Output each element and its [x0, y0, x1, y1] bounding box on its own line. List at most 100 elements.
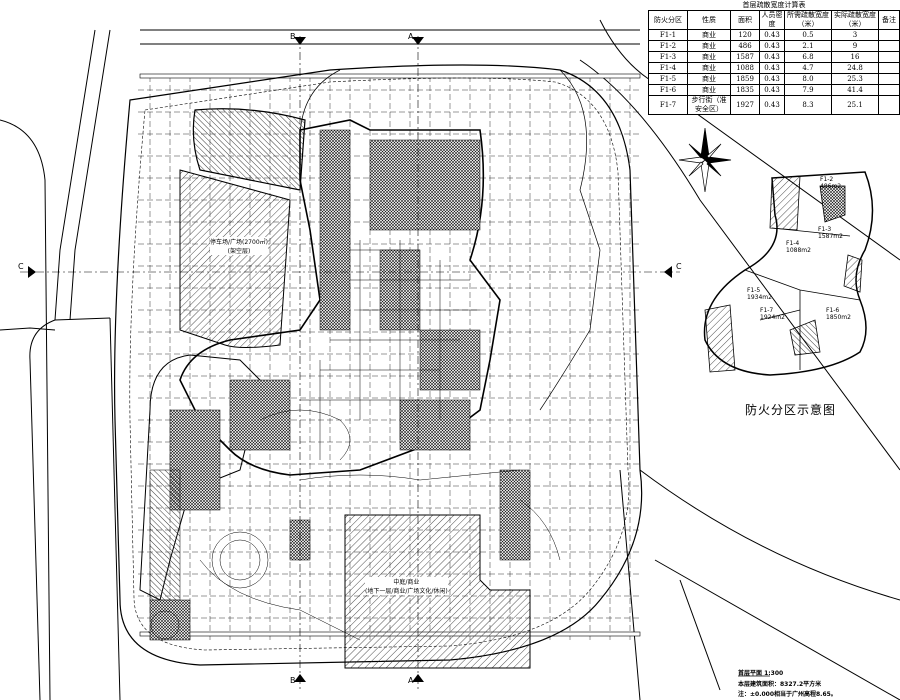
cell	[878, 40, 900, 52]
header-zone: 防火分区	[648, 10, 688, 30]
cell: 3	[831, 29, 879, 41]
section-mark-b-top: B	[290, 32, 296, 41]
elevation-note: 注：±0.000相当于广州高程8.65。	[738, 691, 837, 698]
header-note: 备注	[878, 10, 900, 30]
cell: 商业	[687, 29, 731, 41]
table-header-row: 防火分区 性质 面积 人员密度 所需疏散宽度（米） 实际疏散宽度（米） 备注	[648, 10, 900, 30]
cell: 1859	[730, 73, 760, 85]
cell: 0.43	[759, 40, 785, 52]
cell	[878, 73, 900, 85]
left-block-label: 停车场/广场(2700㎡) (架空层)	[210, 237, 268, 255]
cell: 2.1	[784, 40, 832, 52]
cell	[878, 84, 900, 96]
cell: 4.7	[784, 62, 832, 74]
cell: 1088	[730, 62, 760, 74]
evacuation-width-table: 首层疏散宽度计算表 防火分区 性质 面积 人员密度 所需疏散宽度（米） 实际疏散…	[648, 0, 900, 115]
cell: 16	[831, 51, 879, 63]
cell: 0.43	[759, 84, 785, 96]
cell	[878, 29, 900, 41]
cell: 41.4	[831, 84, 879, 96]
roads	[0, 19, 900, 700]
cell: 商业	[687, 84, 731, 96]
cell: 24.8	[831, 62, 879, 74]
cell: 6.8	[784, 51, 832, 63]
inset-title: 防火分区示意图	[745, 403, 837, 417]
zone-id: F1-3	[818, 226, 832, 233]
cell: 8.0	[784, 73, 832, 85]
section-arrows	[28, 37, 672, 682]
left-block-name: 停车场/广场(2700㎡)	[210, 239, 268, 246]
left-parking-block	[179, 108, 306, 348]
zone-area: 1934m2	[747, 294, 772, 301]
partitions	[150, 240, 561, 641]
section-mark-c-left: C	[18, 262, 24, 271]
zone-label-f1-5: F1-5 1934m2	[747, 287, 772, 301]
zone-id: F1-2	[820, 176, 834, 183]
floor-area-note: 本层建筑面积：8327.2平方米	[738, 681, 822, 688]
zone-id: F1-6	[826, 307, 840, 314]
drawing-title: 首层平面 1:300	[738, 670, 784, 677]
cell: F1-4	[648, 62, 688, 74]
cell: F1-5	[648, 73, 688, 85]
section-mark-a-top: A	[408, 32, 414, 41]
zone-area: 1924m2	[760, 314, 785, 321]
left-block-sub: (架空层)	[227, 248, 251, 255]
cell: 0.43	[759, 62, 785, 74]
cell: 8.3	[784, 95, 832, 115]
cell: F1-2	[648, 40, 688, 52]
cell: 0.5	[784, 29, 832, 41]
cell	[878, 95, 900, 115]
north-arrow-icon	[678, 127, 732, 193]
section-mark-c-right: C	[676, 262, 682, 271]
zone-area: 1587m2	[818, 233, 843, 240]
cell	[878, 62, 900, 74]
cell: 0.43	[759, 95, 785, 115]
site-boundary	[113, 64, 643, 666]
header-area: 面积	[730, 10, 760, 30]
cell: F1-6	[648, 84, 688, 96]
zone-id: F1-5	[747, 287, 761, 294]
cell: 7.9	[784, 84, 832, 96]
zone-label-f1-7: F1-7 1924m2	[760, 307, 785, 321]
cell: F1-7	[648, 95, 688, 115]
cell: 商业	[687, 73, 731, 85]
zone-label-f1-3: F1-3 1587m2	[818, 226, 843, 240]
cell: 0.43	[759, 73, 785, 85]
cell: 步行街（准安全区）	[687, 95, 731, 115]
cell: 0.43	[759, 29, 785, 41]
cell: 1927	[730, 95, 760, 115]
table-caption: 首层疏散宽度计算表	[648, 0, 900, 11]
cell: F1-1	[648, 29, 688, 41]
section-mark-a-bottom: A	[408, 676, 414, 685]
header-density: 人员密度	[759, 10, 785, 30]
zone-label-f1-4: F1-4 1088m2	[786, 240, 811, 254]
cell: 1835	[730, 84, 760, 96]
section-mark-b-bottom: B	[290, 676, 296, 685]
inset-fire-zone-map	[703, 171, 874, 376]
cell: 0.43	[759, 51, 785, 63]
building-interiors	[149, 129, 531, 641]
cell: 25.1	[831, 95, 879, 115]
zone-label-f1-6: F1-6 1850m2	[826, 307, 851, 321]
cell: 商业	[687, 62, 731, 74]
zone-area: 486m2	[820, 183, 842, 190]
cell: 486	[730, 40, 760, 52]
zone-area: 1850m2	[826, 314, 851, 321]
cell: 9	[831, 40, 879, 52]
cell: 商业	[687, 51, 731, 63]
zone-area: 1088m2	[786, 247, 811, 254]
center-block-label: 中庭/商业 (地下一层/商业/广场文化/休闲)	[365, 577, 448, 595]
cell	[878, 51, 900, 63]
cell: 120	[730, 29, 760, 41]
zone-label-f1-2: F1-2 486m2	[820, 176, 841, 190]
cell: F1-3	[648, 51, 688, 63]
center-block-sub: (地下一层/商业/广场文化/休闲)	[365, 588, 448, 595]
building-outline	[179, 119, 501, 476]
